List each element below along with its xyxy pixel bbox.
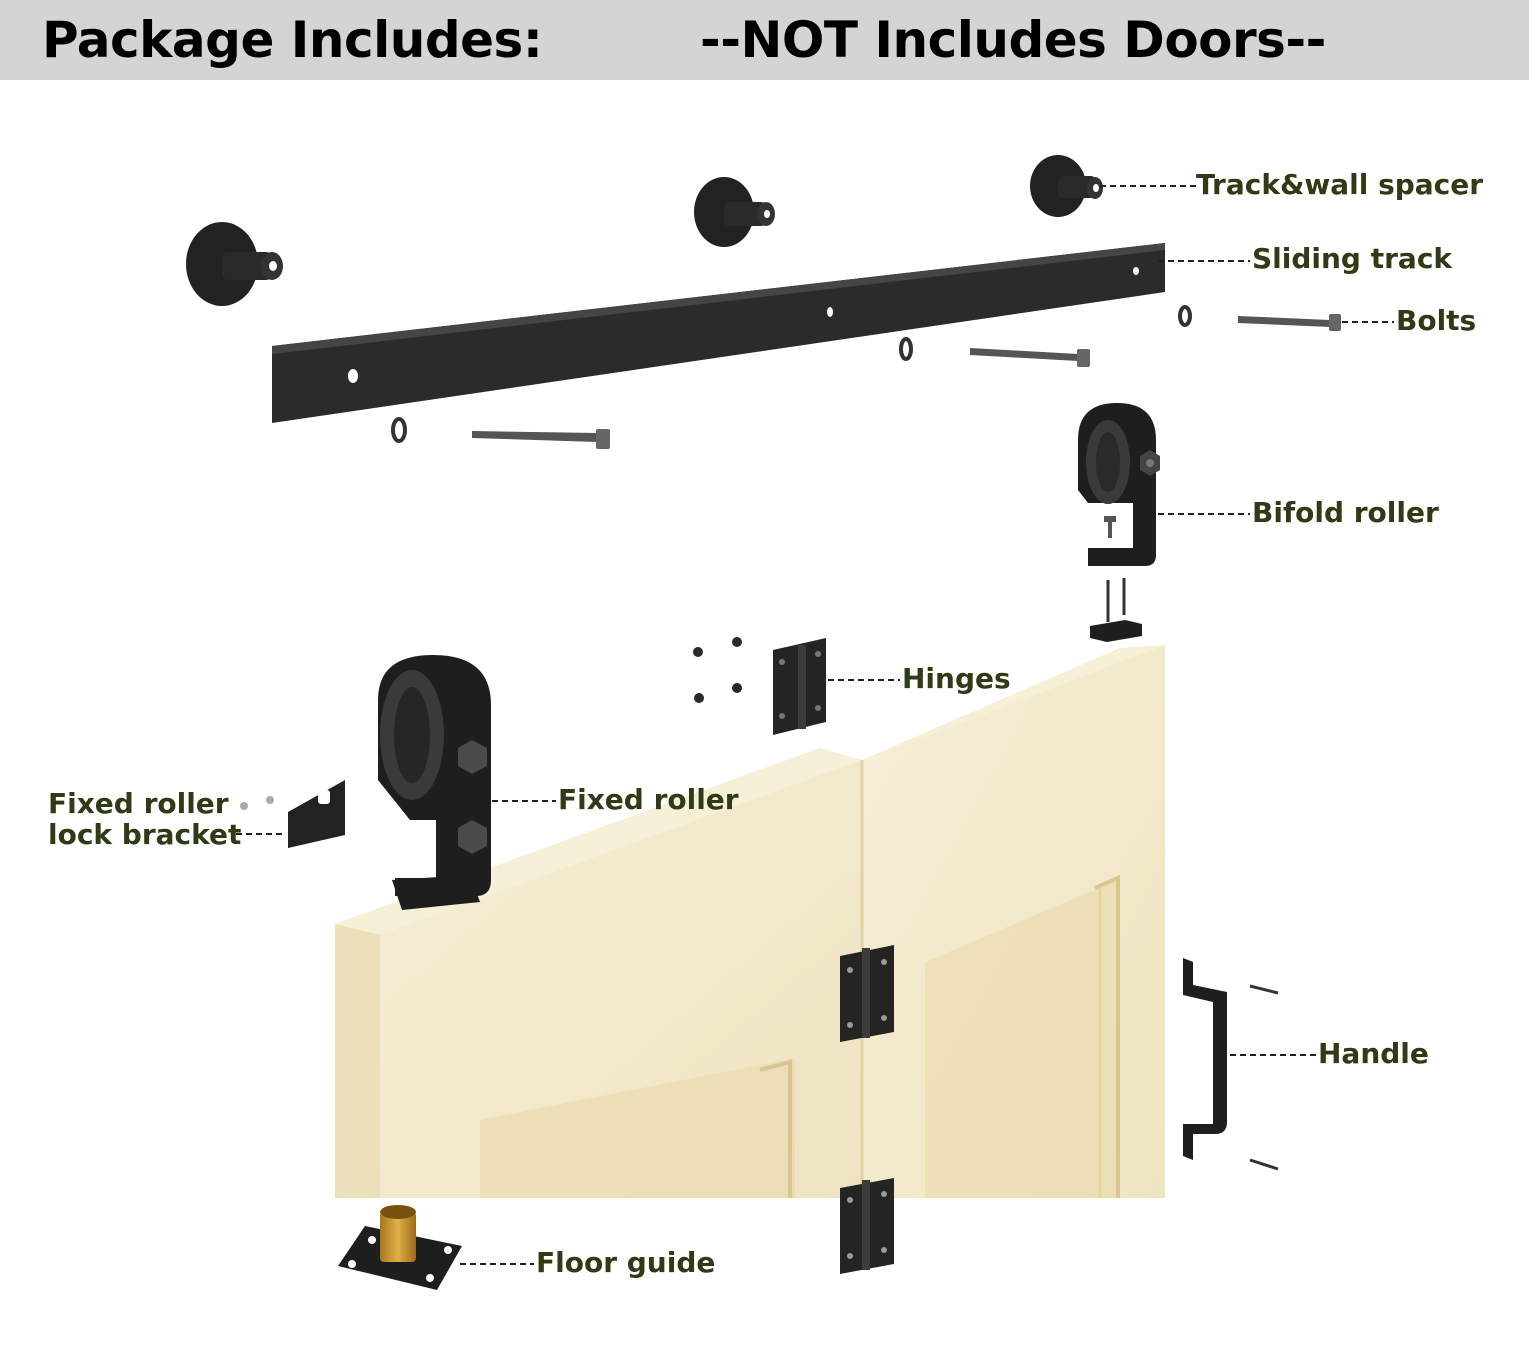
label-sliding-track: Sliding track: [1252, 243, 1452, 275]
label-handle: Handle: [1318, 1038, 1429, 1070]
label-track-wall-spacer: Track&wall spacer: [1196, 169, 1483, 201]
label-hinges: Hinges: [902, 663, 1011, 695]
label-fixed-roller: Fixed roller: [558, 784, 739, 816]
floor-guide-icon: [338, 1205, 462, 1290]
fixed-roller-icon: [378, 655, 491, 910]
label-bifold-roller: Bifold roller: [1252, 497, 1439, 529]
label-lock-bracket-line2: lock bracket: [48, 819, 241, 850]
handle-icon: [1183, 958, 1278, 1169]
label-lock-bracket: Fixed roller lock bracket: [48, 788, 241, 850]
label-lock-bracket-line1: Fixed roller: [48, 788, 241, 819]
label-floor-guide: Floor guide: [536, 1247, 715, 1279]
track-rail-icon: [272, 243, 1165, 423]
bifold-roller-icon: [1078, 403, 1160, 642]
lock-bracket-icon: [240, 780, 345, 848]
label-bolts: Bolts: [1396, 305, 1476, 337]
